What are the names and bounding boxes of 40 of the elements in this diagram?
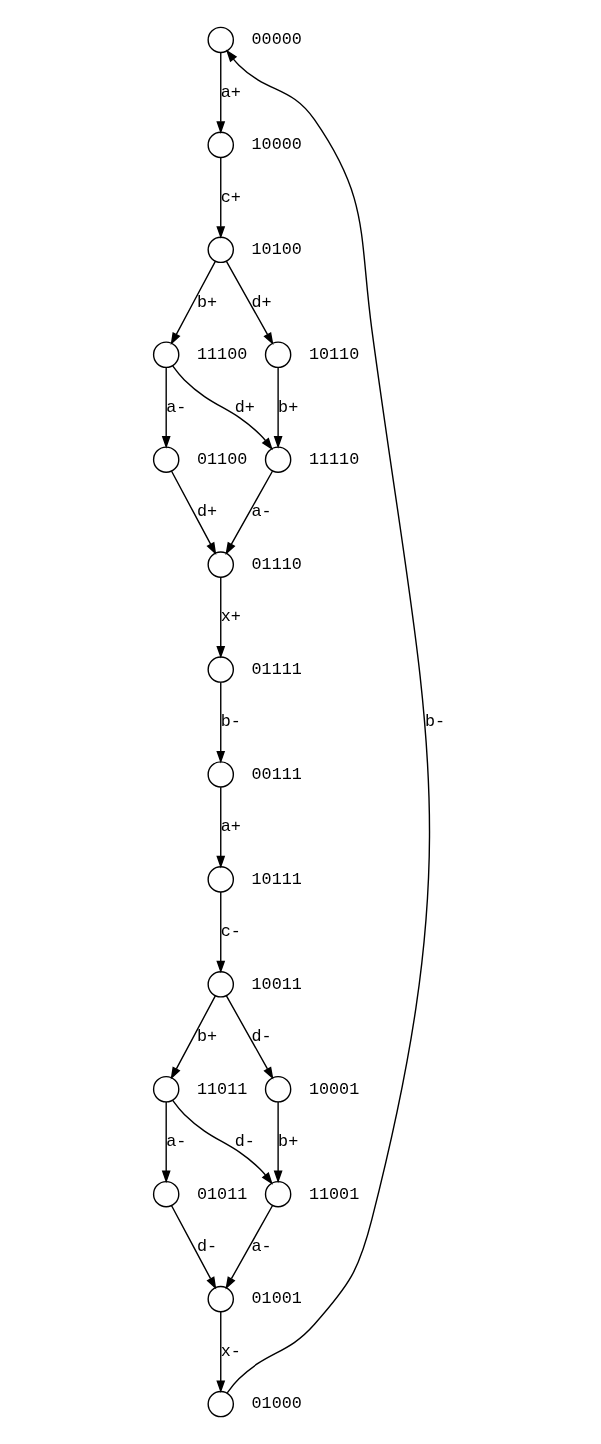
node-label: 10001 bbox=[308, 1079, 360, 1099]
edge-label: b- bbox=[220, 712, 241, 732]
node-label: 01111 bbox=[251, 659, 302, 679]
edge-label: d+ bbox=[234, 397, 255, 417]
edge-label: b+ bbox=[196, 292, 218, 312]
node-label: 01001 bbox=[251, 1289, 302, 1309]
node-label: 10111 bbox=[251, 869, 302, 889]
node-label: 01110 bbox=[251, 554, 302, 574]
edge-label: b+ bbox=[278, 1132, 299, 1152]
edge-label: b- bbox=[425, 712, 446, 732]
edge-label: c- bbox=[220, 922, 241, 942]
edge-label: b+ bbox=[196, 1027, 218, 1047]
edge-label: d+ bbox=[196, 502, 218, 522]
node-label: 01000 bbox=[251, 1394, 302, 1414]
node-label: 10011 bbox=[251, 974, 302, 994]
edge-label: a- bbox=[251, 1236, 272, 1256]
node-label: 00000 bbox=[251, 30, 302, 50]
node-label: 01100 bbox=[197, 450, 248, 470]
edge-label: x+ bbox=[220, 607, 241, 627]
edge-label: d- bbox=[251, 1027, 272, 1047]
edge-label: d- bbox=[234, 1132, 255, 1152]
node-label: 11001 bbox=[308, 1184, 360, 1204]
node-label: 11110 bbox=[308, 450, 360, 470]
node-label: 11011 bbox=[197, 1079, 248, 1099]
edge-label: d+ bbox=[251, 292, 272, 312]
edge-label: x- bbox=[220, 1341, 241, 1361]
edge-label: d- bbox=[196, 1236, 218, 1256]
edge-label: a- bbox=[166, 1132, 187, 1152]
node-label: 10110 bbox=[308, 345, 360, 365]
edge-label: c+ bbox=[220, 187, 241, 207]
node-label: 01011 bbox=[197, 1184, 248, 1204]
node-label: 11100 bbox=[197, 345, 248, 365]
node-label: 10000 bbox=[251, 135, 302, 155]
edge-label: a+ bbox=[220, 817, 241, 837]
edge-label: a- bbox=[166, 397, 187, 417]
edge-label: a+ bbox=[220, 82, 241, 102]
node-label: 10100 bbox=[251, 240, 302, 260]
edge-label: b+ bbox=[278, 397, 299, 417]
node-label: 00111 bbox=[251, 764, 302, 784]
edge-label: a- bbox=[251, 502, 272, 522]
